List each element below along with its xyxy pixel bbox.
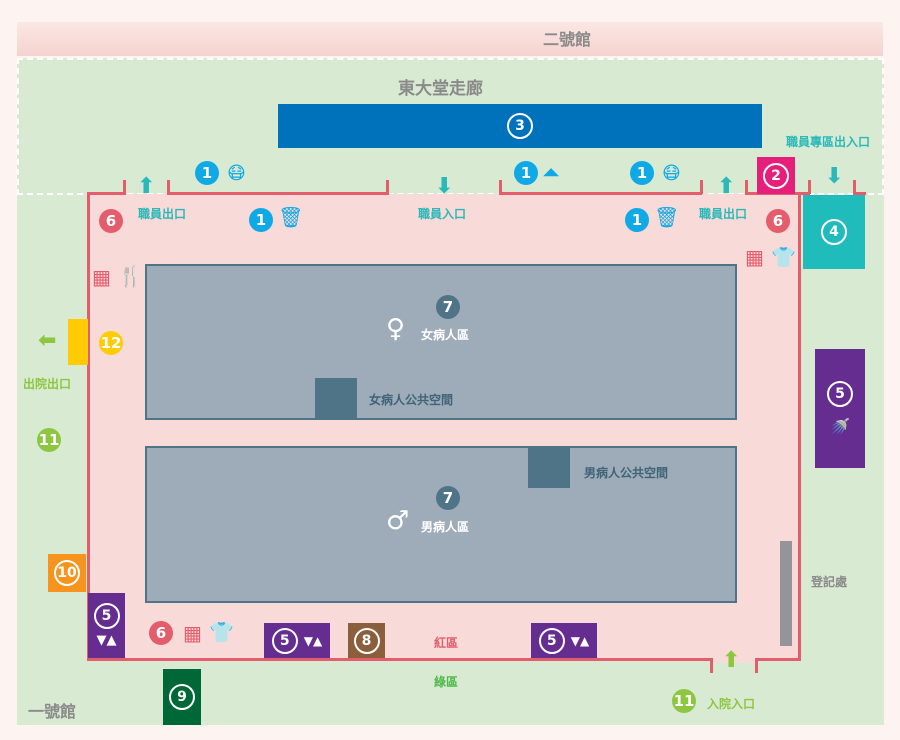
wall [800,192,810,195]
male-ward-label: 男病人區 [421,520,470,534]
marker-10: 10 [54,560,80,586]
shower-icon: 🚿 [830,417,850,436]
area-2[interactable]: 2 [757,157,795,194]
marker-5: 5 [93,603,120,629]
female-icon: ♀ [386,314,406,344]
female-public-block [315,378,357,420]
marker-2: 2 [763,162,789,189]
wall [808,180,811,194]
mask-icon: 😷 [227,163,246,184]
registration-counter [780,541,792,646]
wall [499,192,702,195]
discharge-exit-label: 出院出口 [23,377,72,391]
wall [87,192,126,195]
arrow-up-icon: ⬆ [717,174,736,199]
wall [710,658,713,673]
staff-zone-entry-label: 職員專區出入口 [786,135,871,149]
toilet-icon: ▼▲ [96,633,117,648]
utensils-icon: 🍴 [118,264,143,288]
marker-4: 4 [821,219,847,245]
marker-11[interactable]: 11 [672,689,696,713]
wall [386,180,389,194]
red-zone-label: 紅區 [434,636,459,650]
monitor-icon: ▦ [92,265,111,289]
shirt-icon: 👕 [771,245,796,269]
trash-bin-icon: 🗑 [278,205,304,229]
wall [167,192,389,195]
wall [755,658,758,673]
male-public-block [528,446,570,488]
monitor-icon: ▦ [745,245,764,269]
area-5-toilet[interactable]: 5 ▼▲ [264,623,330,658]
area-5-toilet[interactable]: 5 ▼▲ [88,593,125,658]
marker-9: 9 [169,684,195,710]
area-4[interactable]: 4 [803,195,865,269]
marker-6[interactable]: 6 [149,621,173,645]
registration-label: 登記處 [811,575,848,589]
admission-entrance-label: 入院入口 [707,697,756,711]
marker-1[interactable]: 1 [195,161,219,185]
wall [853,180,856,194]
marker-6[interactable]: 6 [99,209,123,233]
male-ward[interactable] [145,446,737,603]
hanger-icon: ⏶ [543,160,559,184]
marker-12[interactable]: 12 [99,331,123,355]
arrow-up-icon: ⬆ [722,648,741,673]
marker-11[interactable]: 11 [37,428,61,452]
marker-3: 3 [507,113,533,139]
area-8[interactable]: 8 [348,623,385,658]
marker-5: 5 [271,627,298,654]
female-ward[interactable] [145,264,737,420]
green-zone-label: 綠區 [434,675,459,689]
arrow-down-icon: ⬇ [825,164,844,189]
marker-7: 7 [436,486,460,510]
marker-1[interactable]: 1 [514,161,538,185]
wall [499,180,502,194]
staff-entrance-label: 職員入口 [418,207,467,221]
marker-7: 7 [436,295,460,319]
marker-5: 5 [538,627,565,654]
male-icon: ♂ [386,506,410,536]
arrow-left-icon: ⬅ [38,328,57,353]
monitor-icon: ▦ [183,621,202,645]
marker-1[interactable]: 1 [625,208,649,232]
wall [853,192,866,195]
wall [167,180,170,194]
discharge-door [68,319,88,365]
marker-6[interactable]: 6 [766,209,790,233]
wall [123,180,126,194]
toilet-icon: ▼▲ [303,633,323,648]
area-3[interactable]: 3 [278,104,762,148]
area-5-toilet[interactable]: 5 ▼▲ [531,623,597,658]
staff-exit-label: 職員出口 [699,207,748,221]
building-2-band [17,22,883,56]
arrow-up-icon: ⬆ [137,174,156,199]
female-public-label: 女病人公共空間 [369,393,454,407]
area-9[interactable]: 9 [163,669,201,725]
area-5-shower[interactable]: 5🚿 [815,349,865,468]
shirt-icon: 👕 [209,620,234,644]
mask-icon: 😷 [662,163,681,184]
marker-1[interactable]: 1 [630,161,654,185]
building-2-label: 二號館 [543,30,592,49]
toilet-icon: ▼▲ [570,633,590,648]
marker-1[interactable]: 1 [249,208,273,232]
wall [700,180,703,194]
trash-bin-icon: 🗑 [654,205,680,229]
area-10[interactable]: 10 [48,554,86,592]
building-1-label: 一號館 [28,702,77,721]
arrow-down-icon: ⬇ [435,174,454,199]
corridor-label: 東大堂走廊 [398,79,483,99]
male-public-label: 男病人公共空間 [584,466,669,480]
wall [745,180,748,194]
staff-exit-label: 職員出口 [138,207,187,221]
female-ward-label: 女病人區 [421,328,470,342]
marker-8: 8 [353,627,380,654]
marker-5: 5 [827,381,853,407]
entrance-gap [712,657,757,663]
